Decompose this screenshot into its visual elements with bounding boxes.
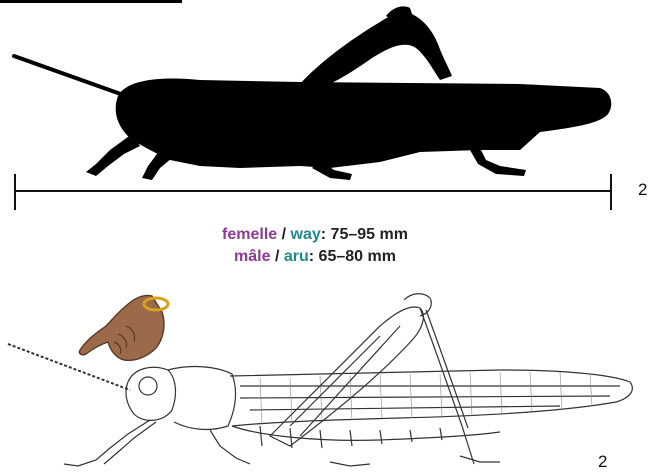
separator: / xyxy=(277,226,290,243)
male-term-fr: mâle xyxy=(234,248,270,265)
scale-bar xyxy=(14,190,612,192)
figure-number: 2 xyxy=(598,452,607,472)
female-size-range: : 75–95 mm xyxy=(321,226,408,243)
scale-bar-left-tick xyxy=(14,174,16,210)
female-size-line: femelle / way: 75–95 mm xyxy=(0,224,630,246)
female-term-local: way xyxy=(291,226,321,243)
scale-bar-right-tick xyxy=(610,174,612,210)
grasshopper-silhouette xyxy=(0,0,656,185)
separator: / xyxy=(271,248,284,265)
male-size-range: : 65–80 mm xyxy=(309,248,396,265)
scale-label: 2 xyxy=(638,180,647,200)
male-size-line: mâle / aru: 65–80 mm xyxy=(0,246,630,268)
female-term-fr: femelle xyxy=(222,226,277,243)
pointing-hand-icon xyxy=(74,290,170,370)
male-term-local: aru xyxy=(284,248,309,265)
